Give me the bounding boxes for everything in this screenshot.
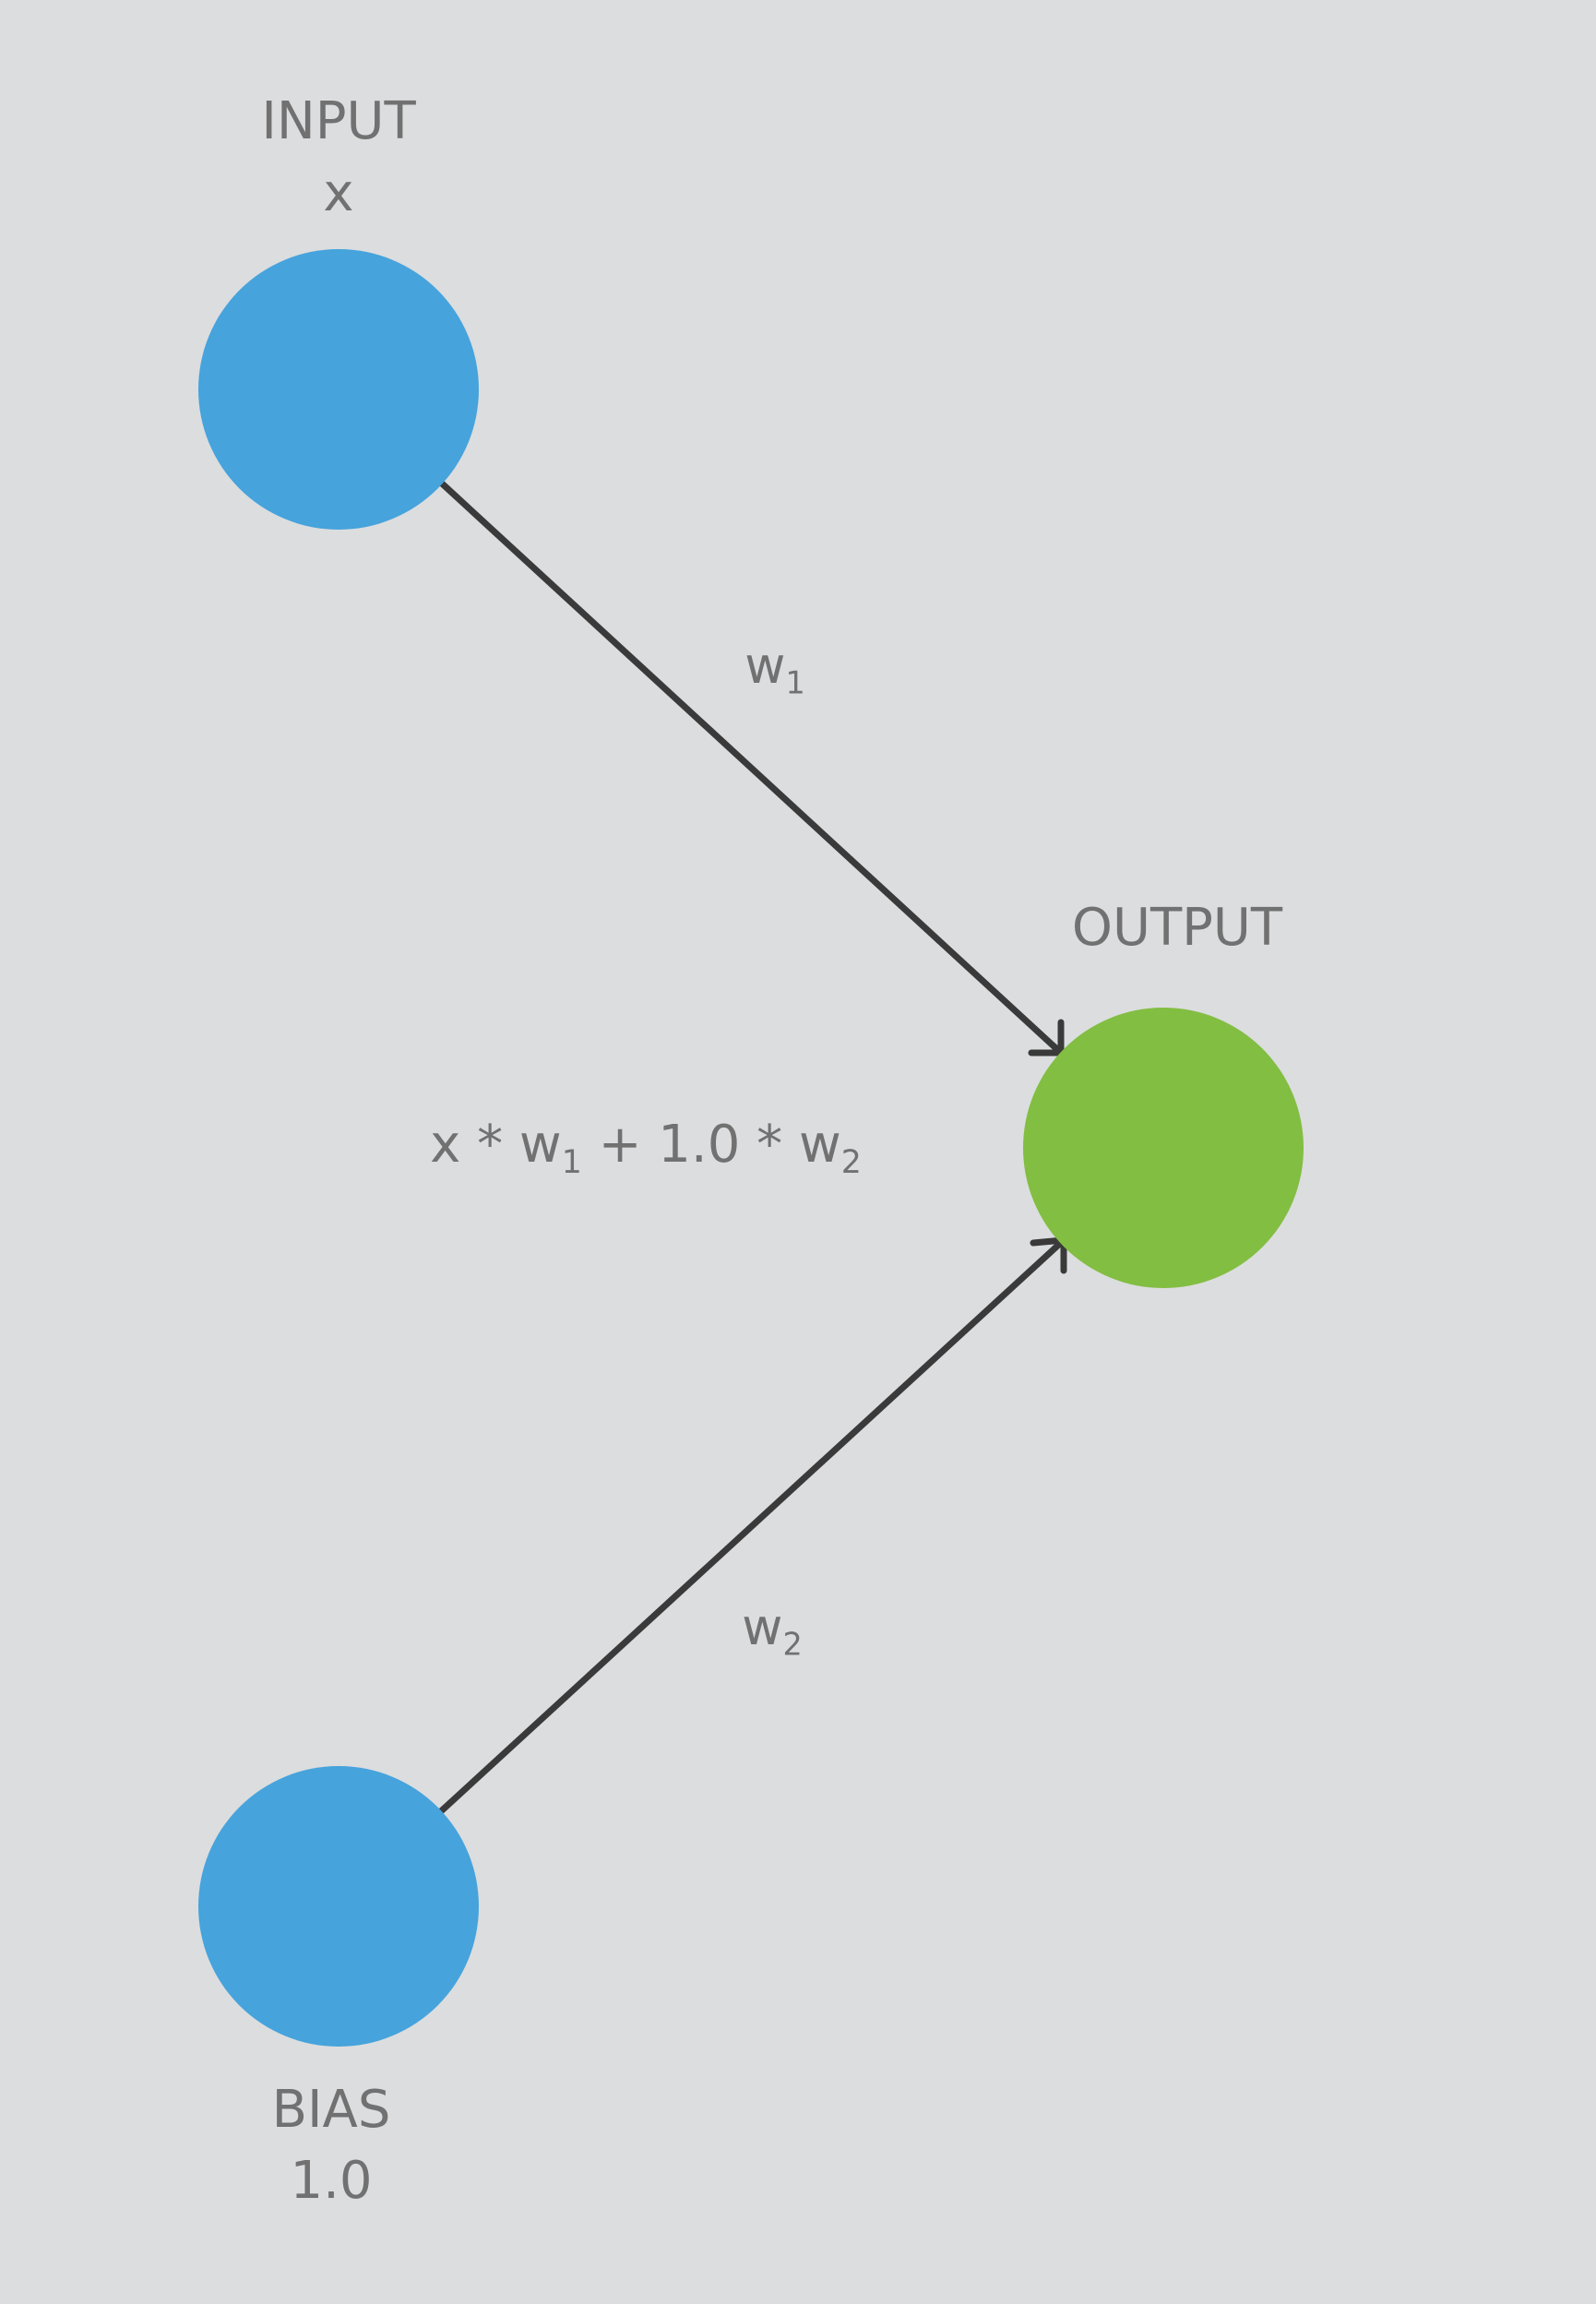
formula-sub1: 1 [561, 1144, 582, 1182]
bias-title: BIAS [271, 2080, 391, 2140]
input-node [198, 249, 479, 530]
output-formula: x * w1 + 1.0 * w2 [397, 1119, 895, 1179]
input-value: x [323, 163, 354, 223]
input-title: INPUT [261, 91, 416, 151]
edge-label-w1-sub: 1 [785, 664, 805, 701]
formula-sub2: 2 [840, 1144, 862, 1182]
edge-w1 [437, 479, 1065, 1056]
output-node [1023, 1008, 1304, 1288]
bias-node [198, 1766, 479, 2047]
edge-label-w1: w1 [729, 641, 821, 698]
edge-label-w2-base: w [742, 1598, 783, 1656]
output-title: OUTPUT [1071, 898, 1283, 958]
formula-part2: + 1.0 * w [581, 1115, 841, 1175]
edge-label-w2-sub: 2 [782, 1626, 803, 1663]
edge-label-w2: w2 [726, 1603, 818, 1660]
bias-value: 1.0 [290, 2151, 373, 2211]
formula-part1: x * w [430, 1115, 562, 1175]
edge-label-w1-base: w [744, 637, 786, 695]
edge-w2 [437, 1236, 1067, 1815]
